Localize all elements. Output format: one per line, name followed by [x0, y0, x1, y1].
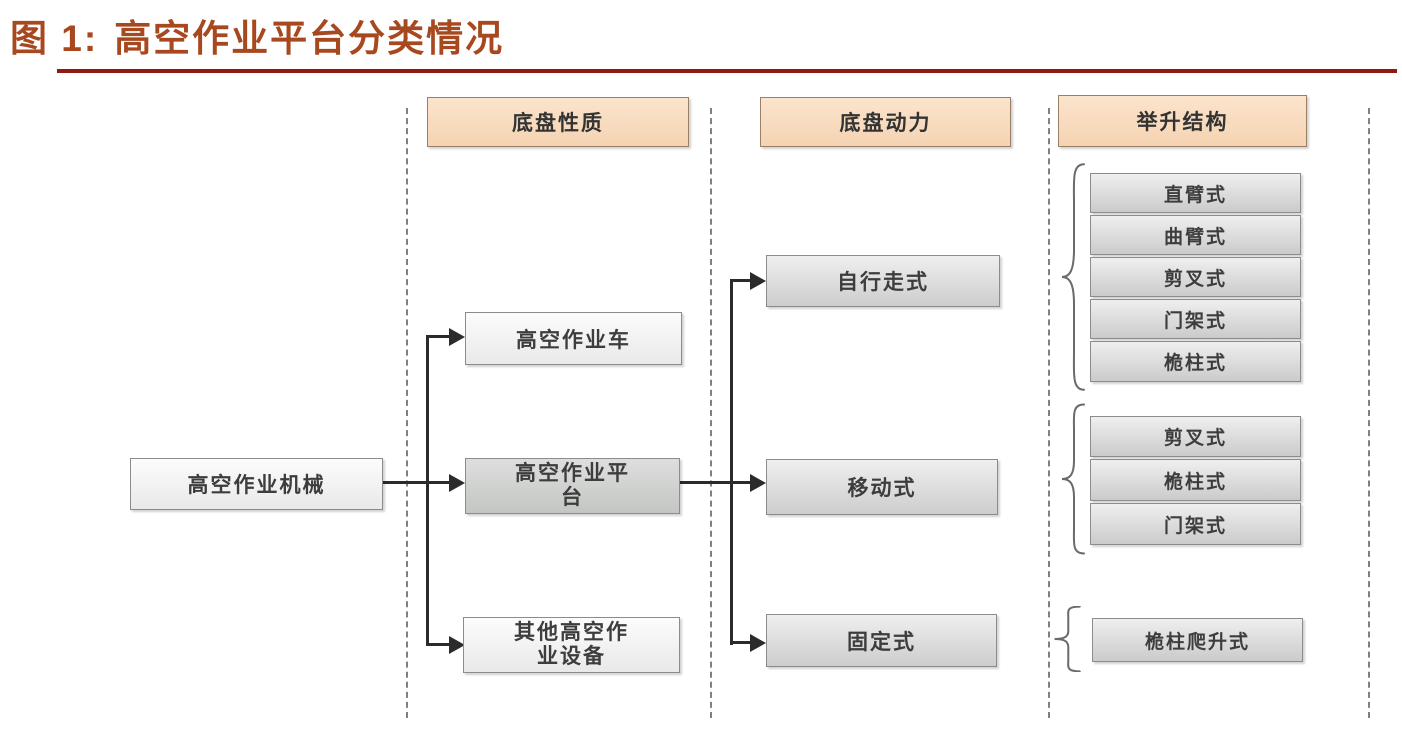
node-label: 剪叉式 [1163, 428, 1227, 449]
node-label: 曲臂式 [1163, 226, 1227, 248]
column-separator-4 [1368, 108, 1370, 718]
header-label: 举升结构 [1136, 111, 1229, 134]
node-label: 自行走式 [837, 271, 929, 294]
arrowhead-other [449, 636, 465, 654]
connector-platform-out [680, 481, 752, 484]
connector-root-out [383, 481, 451, 484]
header-label: 底盘性质 [512, 112, 604, 135]
node-gantry-1: 门架式 [1090, 299, 1301, 339]
node-label: 门架式 [1163, 310, 1227, 332]
column-separator-1 [406, 108, 408, 718]
node-label: 剪叉式 [1163, 268, 1227, 290]
column-separator-2 [710, 108, 712, 718]
arrowhead-vehicle [449, 328, 465, 346]
node-gantry-2: 门架式 [1090, 503, 1301, 545]
figure-number: 图 1: [10, 18, 99, 59]
node-label: 其他高空作业设备 [514, 620, 629, 668]
connector-branch-vehicle [426, 335, 451, 338]
node-scissor-2: 剪叉式 [1090, 416, 1301, 457]
connector-branch-selfpropelled [730, 279, 752, 282]
node-mast-1: 桅柱式 [1090, 341, 1301, 382]
node-label: 高空作业车 [516, 328, 631, 352]
figure-title: 图 1: 高空作业平台分类情况 [10, 8, 504, 62]
header-chassis-nature: 底盘性质 [427, 97, 689, 147]
node-label: 直臂式 [1163, 184, 1227, 206]
figure-title-text: 高空作业平台分类情况 [114, 18, 505, 59]
node-label: 桅柱式 [1163, 353, 1227, 374]
brace-group-selfpropelled [1058, 162, 1086, 392]
node-self-propelled: 自行走式 [766, 255, 1000, 307]
trunk-line-1 [426, 335, 429, 646]
node-label: 桅柱式 [1163, 471, 1227, 493]
arrowhead-fixed [750, 634, 766, 652]
arrowhead-platform [449, 474, 465, 492]
node-aerial-work-vehicle: 高空作业车 [465, 312, 682, 365]
connector-branch-other [426, 643, 451, 646]
node-label: 高空作业机械 [187, 474, 326, 497]
node-aerial-work-platform: 高空作业平台 [465, 458, 680, 514]
node-mast-climbing: 桅柱爬升式 [1092, 618, 1303, 662]
node-fixed: 固定式 [766, 614, 997, 667]
node-aerial-work-machinery: 高空作业机械 [130, 458, 383, 510]
header-chassis-power: 底盘动力 [760, 97, 1011, 147]
node-other-aerial-equipment: 其他高空作业设备 [463, 617, 680, 673]
title-underline [57, 69, 1397, 73]
node-straight-boom: 直臂式 [1090, 173, 1301, 213]
header-label: 底盘动力 [839, 112, 932, 135]
node-label: 桅柱爬升式 [1144, 631, 1250, 653]
header-lift-structure: 举升结构 [1058, 95, 1307, 147]
node-label: 门架式 [1163, 515, 1227, 537]
trunk-line-2 [730, 279, 733, 645]
connector-branch-fixed [730, 641, 752, 644]
node-label: 高空作业平台 [515, 461, 630, 509]
node-scissor-1: 剪叉式 [1090, 257, 1301, 297]
node-articulated-boom: 曲臂式 [1090, 215, 1301, 255]
column-separator-3 [1048, 108, 1050, 718]
arrowhead-selfpropelled [750, 272, 766, 290]
brace-group-mobile [1058, 403, 1086, 555]
node-mast-2: 桅柱式 [1090, 459, 1301, 501]
brace-group-fixed [1050, 606, 1082, 672]
node-label: 固定式 [847, 630, 916, 654]
node-label: 移动式 [847, 477, 917, 500]
arrowhead-mobile [750, 474, 766, 492]
node-mobile: 移动式 [766, 459, 998, 515]
